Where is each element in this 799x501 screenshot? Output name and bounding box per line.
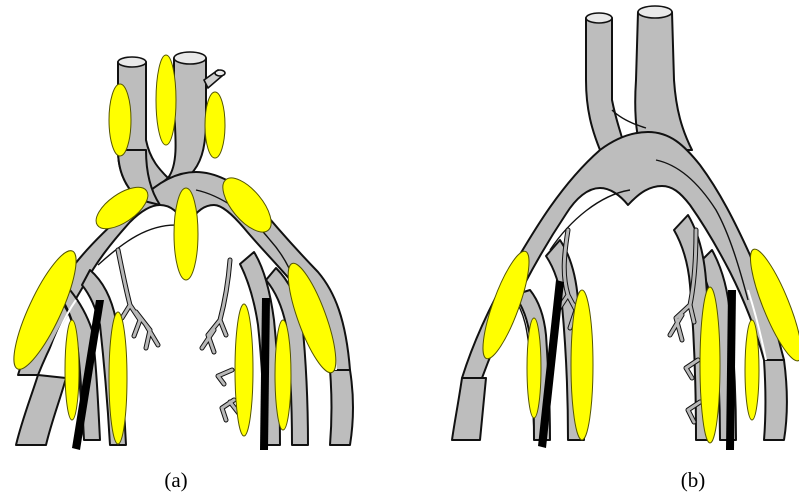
right-trunk-opening (174, 52, 206, 64)
right-trunk (635, 12, 692, 150)
right-lower-vessel-outer (764, 360, 787, 440)
right-trunk-opening (638, 6, 672, 18)
diagram-panel-b: (b) (400, 0, 799, 501)
left-trunk-opening (118, 57, 146, 67)
left-trunk (586, 18, 622, 150)
caption-b: (b) (663, 468, 723, 493)
right-lower-vessel-outer (330, 370, 353, 445)
bifurcation-body (462, 132, 784, 378)
node-b-5 (745, 320, 759, 420)
node-a-3 (205, 92, 225, 158)
node-a-1 (109, 84, 131, 156)
diagram-panel-a: (a) (0, 0, 400, 501)
vessel-diagram-a (0, 0, 400, 501)
caption-a: (a) (146, 468, 206, 493)
node-a-10 (235, 304, 253, 436)
left-lower-vessel-outer (16, 375, 66, 445)
left-lower-vessel-outer (452, 378, 486, 440)
node-a-8 (65, 320, 79, 420)
node-b-4 (700, 287, 720, 443)
left-trunk-opening (586, 13, 612, 23)
node-b-3 (571, 290, 593, 440)
side-tube-opening (215, 70, 225, 76)
node-a-5 (174, 188, 198, 280)
node-a-11 (275, 320, 291, 430)
node-a-9 (109, 312, 127, 444)
vessel-diagram-b (400, 0, 799, 501)
node-b-2 (527, 318, 541, 418)
node-a-2 (156, 55, 176, 145)
